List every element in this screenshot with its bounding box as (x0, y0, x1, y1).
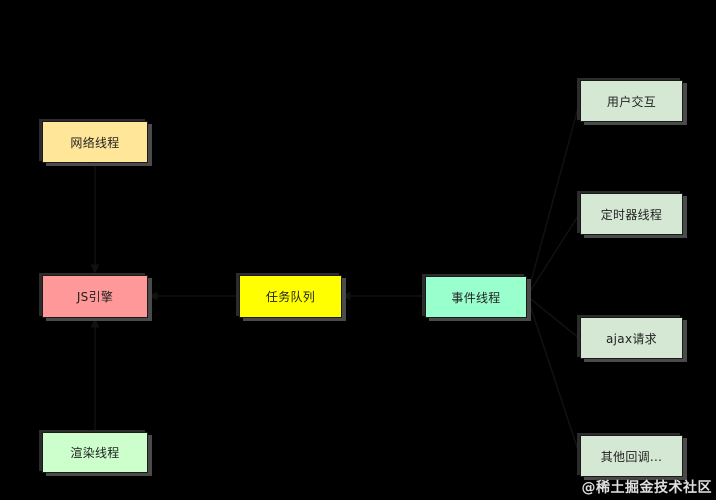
network-thread-label: 网络线程 (70, 135, 120, 150)
timer-thread-label: 定时器线程 (600, 207, 663, 222)
timer-thread-node: 定时器线程 (580, 193, 683, 235)
ajax-request-label: ajax请求 (606, 331, 657, 346)
task-queue-node: 任务队列 (239, 275, 342, 318)
user-interaction-node: 用户交互 (580, 80, 683, 122)
js-engine-node: JS引擎 (42, 275, 148, 318)
network-thread-node: 网络线程 (42, 121, 148, 163)
render-thread-label: 渲染线程 (70, 446, 120, 460)
event-thread-label: 事件线程 (451, 290, 501, 305)
task-queue-label: 任务队列 (265, 290, 316, 304)
user-interaction-label: 用户交互 (606, 94, 657, 109)
render-thread-node: 渲染线程 (42, 432, 148, 473)
ajax-request-node: ajax请求 (580, 317, 683, 359)
other-callbacks-label: 其他回调... (600, 449, 663, 464)
event-thread-node: 事件线程 (425, 276, 527, 318)
js-engine-label: JS引擎 (76, 290, 114, 304)
watermark-text: @稀土掘金技术社区 (581, 480, 712, 496)
other-callbacks-node: 其他回调... (580, 435, 683, 477)
